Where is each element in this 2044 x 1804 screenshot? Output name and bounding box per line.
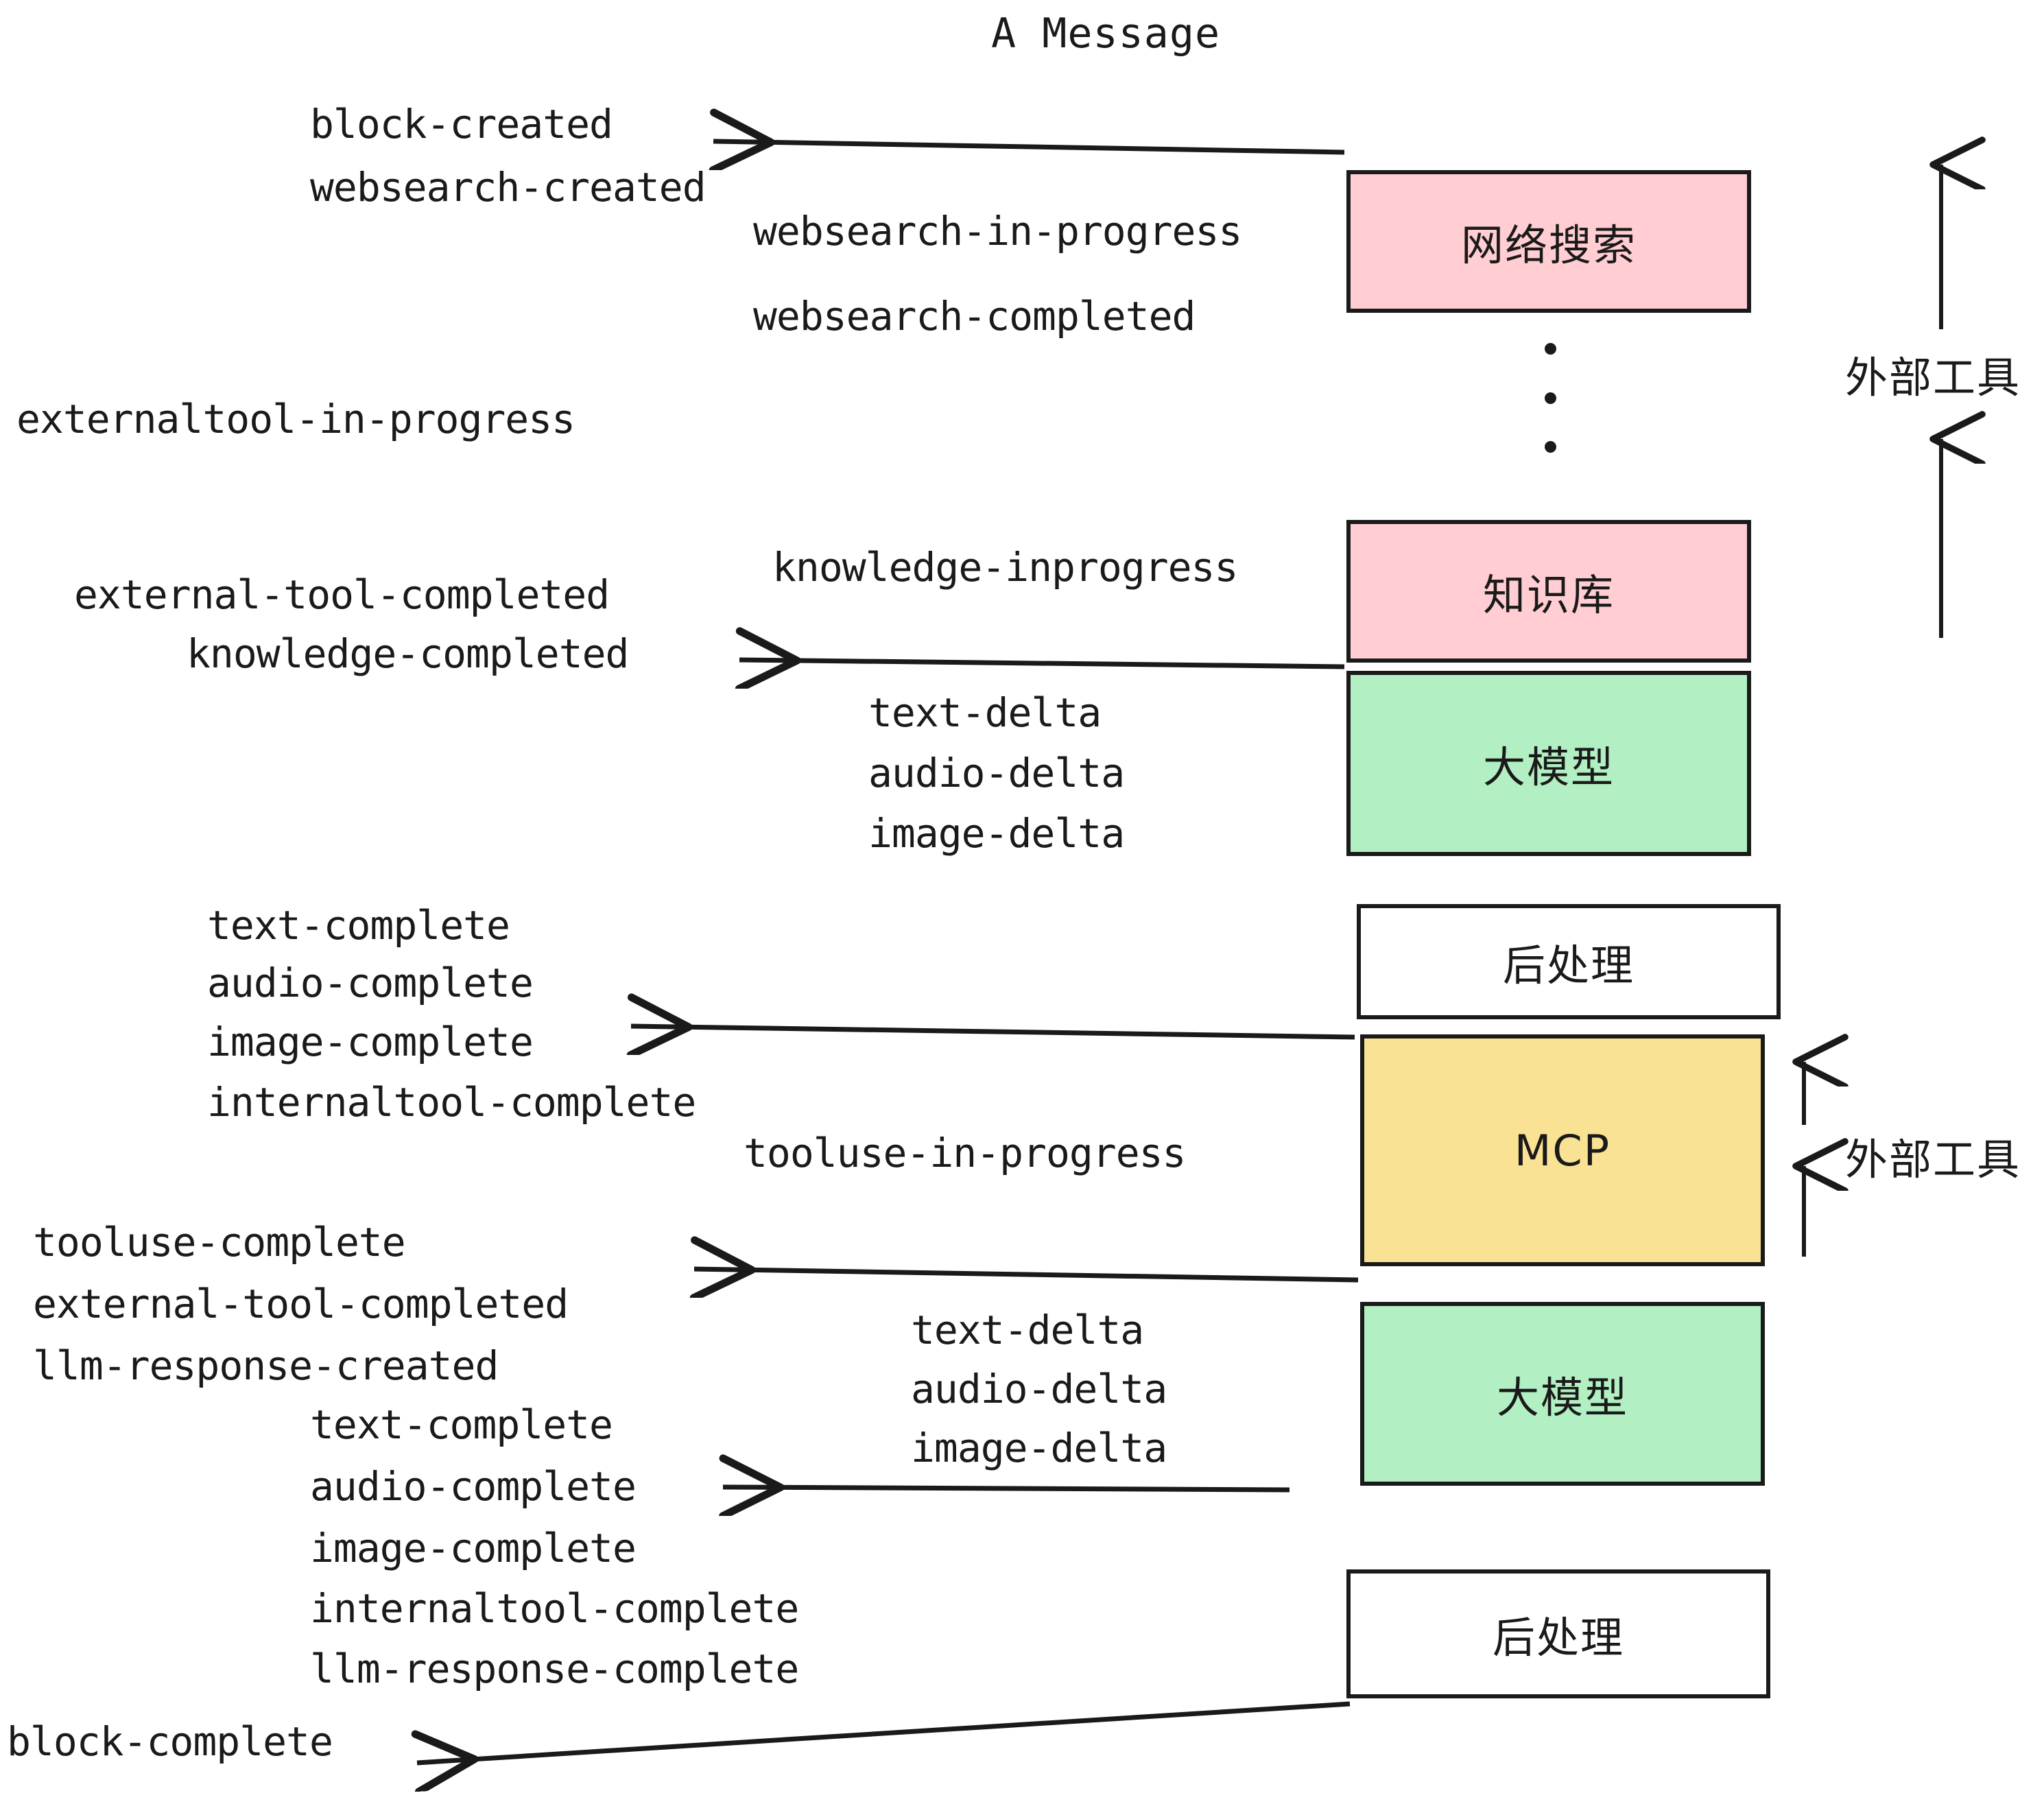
event-websearch-in-progress: websearch-in-progress (753, 208, 1242, 254)
event-block-complete: block-complete (7, 1718, 333, 1765)
event-externaltool-in-progress: externaltool-in-progress (16, 396, 575, 442)
box-llm-1[interactable]: 大模型 (1346, 671, 1751, 856)
box-mcp[interactable]: MCP (1360, 1034, 1765, 1266)
event-image-delta-1: image-delta (868, 810, 1125, 857)
event-knowledge-completed: knowledge-completed (187, 630, 629, 677)
event-text-complete-1: text-complete (207, 902, 510, 949)
arrow-llm2-to-audio-complete (723, 1487, 1290, 1490)
event-audio-complete-1: audio-complete (207, 960, 534, 1006)
event-audio-delta-1: audio-delta (868, 750, 1125, 796)
box-websearch[interactable]: 网络搜索 (1346, 170, 1751, 313)
event-audio-delta-2: audio-delta (911, 1366, 1167, 1412)
arrow-knowledge-to-completed (739, 660, 1345, 667)
box-postprocess-1[interactable]: 后处理 (1357, 904, 1781, 1019)
side-label-external-tools-bottom: 外部工具 (1845, 1135, 2021, 1185)
event-websearch-created: websearch-created (310, 164, 706, 211)
event-audio-complete-2: audio-complete (310, 1463, 637, 1510)
event-text-complete-2: text-complete (310, 1401, 613, 1448)
event-internaltool-complete-1: internaltool-complete (207, 1079, 696, 1126)
event-websearch-completed: websearch-completed (753, 293, 1196, 340)
event-knowledge-inprogress: knowledge-inprogress (772, 544, 1238, 591)
box-postprocess-2[interactable]: 后处理 (1346, 1569, 1770, 1698)
box-llm-2[interactable]: 大模型 (1360, 1302, 1765, 1486)
vertical-ellipsis-icon (1543, 343, 1557, 453)
event-external-tool-completed-1: external-tool-completed (74, 571, 610, 618)
event-tooluse-complete: tooluse-complete (33, 1219, 406, 1266)
event-text-delta-1: text-delta (868, 689, 1102, 736)
event-text-delta-2: text-delta (911, 1307, 1144, 1353)
event-image-delta-2: image-delta (911, 1425, 1167, 1471)
event-block-created: block-created (310, 101, 613, 147)
event-llm-response-created: llm-response-created (33, 1342, 499, 1389)
page-title: A Message (991, 10, 1221, 58)
event-image-complete-2: image-complete (310, 1525, 637, 1571)
arrow-postprocess2-to-block-complete (417, 1701, 1351, 1763)
arrow-mcp-to-tooluse-complete (694, 1269, 1359, 1280)
event-external-tool-completed-2: external-tool-completed (33, 1281, 569, 1327)
event-tooluse-in-progress: tooluse-in-progress (744, 1130, 1186, 1176)
arrow-postprocess1-to-image-complete (631, 1026, 1355, 1037)
event-internaltool-complete-2: internaltool-complete (310, 1585, 799, 1632)
event-llm-response-complete: llm-response-complete (310, 1646, 799, 1692)
event-image-complete-1: image-complete (207, 1019, 534, 1065)
box-knowledge[interactable]: 知识库 (1346, 520, 1751, 663)
side-label-external-tools-top: 外部工具 (1845, 353, 2021, 403)
arrow-websearch-to-block-created (713, 141, 1345, 152)
